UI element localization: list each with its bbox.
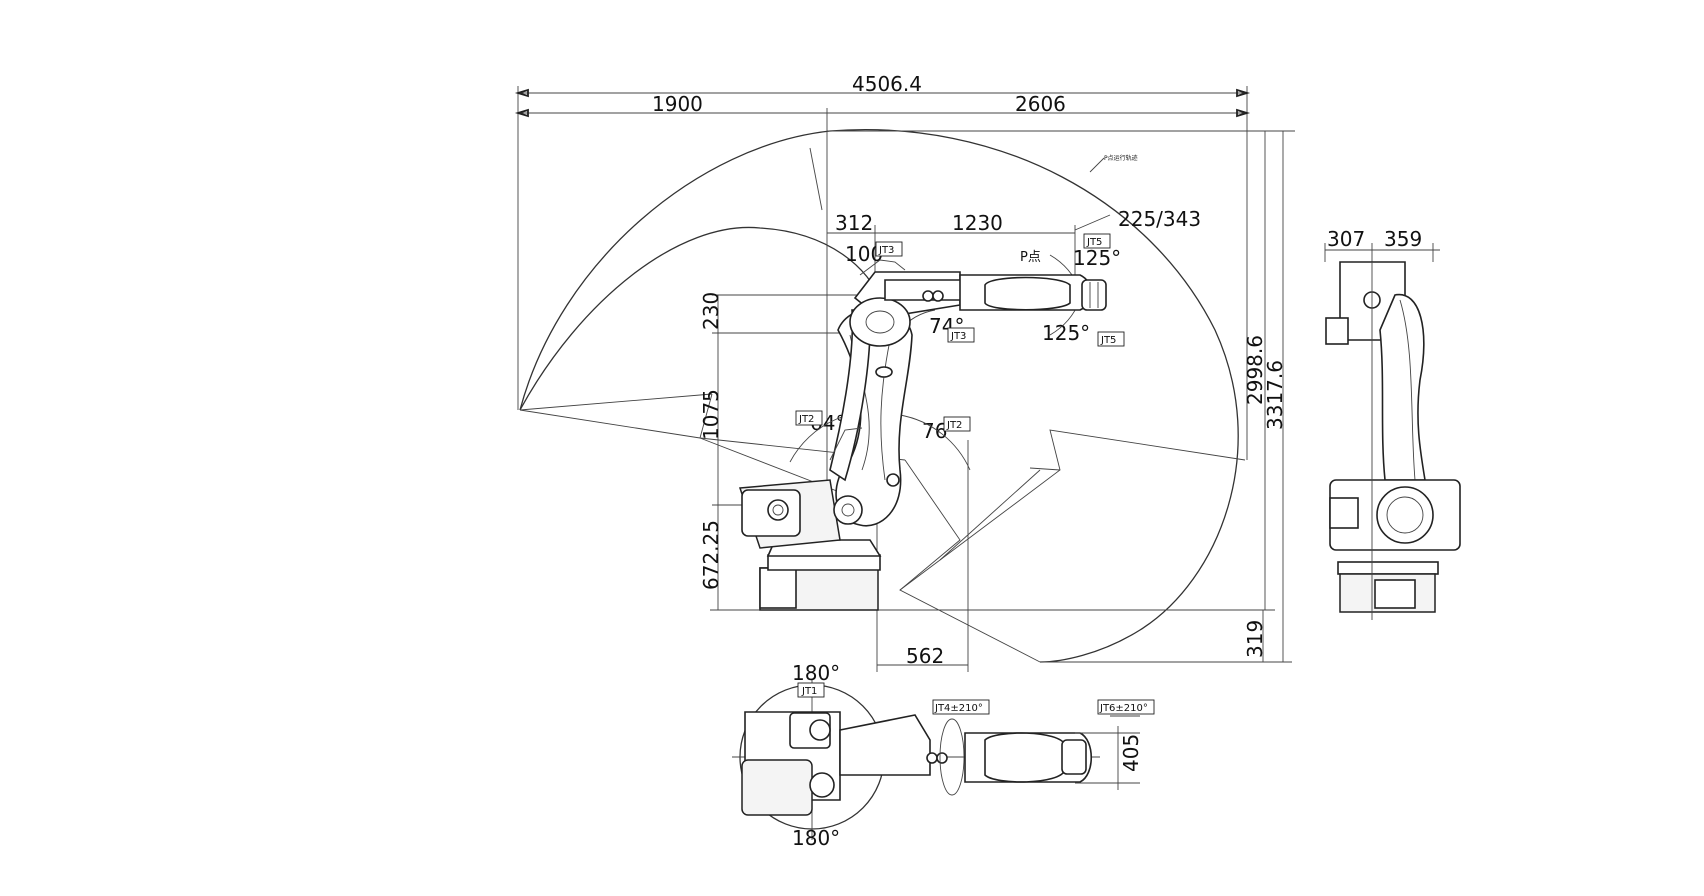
tag-jt4: JT4±210° <box>934 703 983 714</box>
dim-225-343: 225/343 <box>1118 207 1201 231</box>
tag-jt5-bottom: JT5 <box>1100 335 1116 346</box>
dim-319: 319 <box>1243 620 1267 658</box>
dim-672: 672.25 <box>699 520 723 590</box>
dim-230: 230 <box>699 292 723 330</box>
dim-307: 307 <box>1327 227 1365 251</box>
dim-2998: 2998.6 <box>1243 335 1267 405</box>
work-envelope <box>519 129 1246 663</box>
dim-312: 312 <box>835 211 873 235</box>
p-trajectory-label: P点运行轨迹 <box>1104 154 1138 162</box>
dim-front-reach: 2606 <box>1015 92 1066 116</box>
dimension-lines <box>514 86 1295 672</box>
angle-jt5-down: 125° <box>1042 321 1090 345</box>
angle-jt1-top: 180° <box>792 661 840 685</box>
robot-top-view <box>732 680 1140 840</box>
dim-359: 359 <box>1384 227 1422 251</box>
angle-jt5-up: 125° <box>1073 246 1121 270</box>
tag-jt2-right: JT2 <box>946 420 962 431</box>
dim-3317: 3317.6 <box>1263 360 1287 430</box>
tag-jt6: JT6±210° <box>1099 703 1148 714</box>
dim-rear-reach: 1900 <box>652 92 703 116</box>
tag-jt3-top: JT3 <box>878 245 894 256</box>
dim-405: 405 <box>1119 734 1143 772</box>
robot-side-view <box>738 259 1107 611</box>
dim-1230: 1230 <box>952 211 1003 235</box>
dim-total-width: 4506.4 <box>852 72 922 96</box>
robot-profile-view <box>1324 243 1461 620</box>
p-point-label: P点 <box>1020 250 1041 265</box>
tag-jt3-mid: JT3 <box>950 331 966 342</box>
dim-1075: 1075 <box>699 389 723 440</box>
tag-jt5-top: JT5 <box>1086 237 1102 248</box>
tag-jt1: JT1 <box>801 686 817 697</box>
dim-562: 562 <box>906 644 944 668</box>
tag-jt2-left: JT2 <box>798 414 814 425</box>
axis-tags-side: JT3 JT3 JT5 JT5 JT2 JT2 <box>795 233 1125 432</box>
angle-jt1-bottom: 180° <box>792 826 840 850</box>
